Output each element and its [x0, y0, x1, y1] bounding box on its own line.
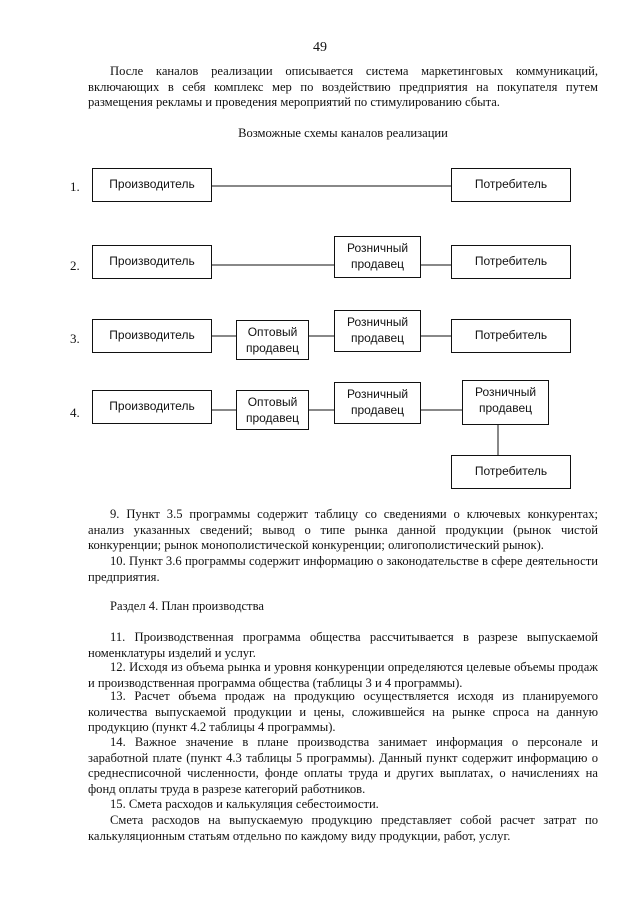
paragraph-15: 15. Смета расходов и калькуляция себесто… — [110, 797, 379, 811]
row-number: 3. — [70, 331, 80, 346]
row-number: 2. — [70, 258, 80, 273]
retailer-box: Розничный продавец — [334, 236, 421, 278]
paragraph-12: 12. Исходя из объема рынка и уровня конк… — [88, 660, 598, 690]
producer-box: Производитель — [92, 390, 212, 424]
paragraph-13: 13. Расчет объема продаж на продукцию ос… — [88, 689, 598, 735]
paragraph-15-body: Смета расходов на выпускаемую продукцию … — [88, 813, 598, 843]
paragraph-14: 14. Важное значение в плане производства… — [88, 735, 598, 796]
wholesaler-box: Оптовый продавец — [236, 320, 309, 360]
diagram-title: Возможные схемы каналов реализации — [238, 126, 448, 140]
producer-box: Производитель — [92, 319, 212, 353]
row-number: 1. — [70, 179, 80, 194]
page-number: 49 — [313, 40, 327, 55]
retailer-box: Розничный продавец — [334, 310, 421, 352]
retailer-box: Розничный продавец — [334, 382, 421, 424]
intro-paragraph: После каналов реализации описывается сис… — [88, 64, 598, 110]
consumer-box: Потребитель — [451, 168, 571, 202]
section-heading: Раздел 4. План производства — [110, 599, 264, 613]
consumer-box: Потребитель — [451, 319, 571, 353]
paragraph-11: 11. Производственная программа общества … — [88, 630, 598, 660]
row-number: 4. — [70, 405, 80, 420]
paragraph-10: 10. Пункт 3.6 программы содержит информа… — [88, 554, 598, 584]
paragraph-9: 9. Пункт 3.5 программы содержит таблицу … — [88, 507, 598, 553]
producer-box: Производитель — [92, 245, 212, 279]
consumer-box: Потребитель — [451, 455, 571, 489]
wholesaler-box: Оптовый продавец — [236, 390, 309, 430]
retailer-box: Розничный продавец — [462, 380, 549, 425]
consumer-box: Потребитель — [451, 245, 571, 279]
producer-box: Производитель — [92, 168, 212, 202]
